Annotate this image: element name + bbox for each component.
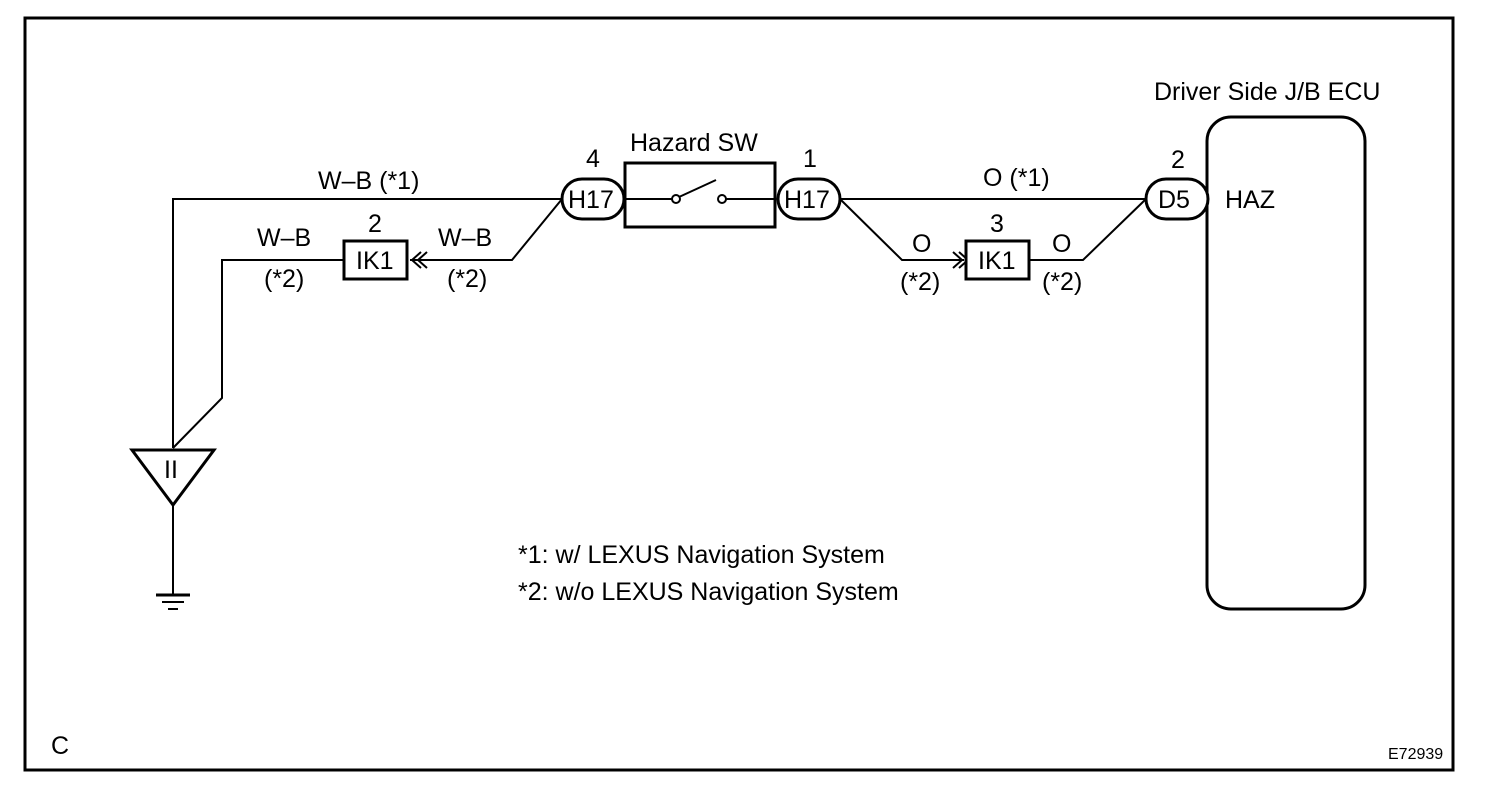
wire-wb-lower-right (410, 198, 563, 261)
h17-left-pin-number: 4 (586, 145, 600, 173)
h17-right-connector-label: H17 (784, 186, 830, 214)
ik1-left-pin-number: 2 (368, 210, 382, 238)
wire-wb-left-label: W–B (257, 224, 311, 252)
ground-point-label: II (164, 456, 178, 484)
corner-label: C (51, 732, 69, 760)
legend-note-2: *2: w/o LEXUS Navigation System (518, 578, 899, 606)
ik1-left-connector-label: IK1 (356, 247, 394, 275)
ecu-title: Driver Side J/B ECU (1154, 78, 1380, 106)
hazard-switch-box (623, 161, 777, 229)
wire-wb-top-label: W–B (*1) (318, 167, 419, 195)
switch-blade (678, 179, 717, 198)
ik1-right-connector (964, 239, 1031, 281)
legend-note-1: *1: w/ LEXUS Navigation System (518, 541, 885, 569)
d5-pin-number: 2 (1171, 146, 1185, 174)
h17-right-pin-number: 1 (803, 145, 817, 173)
switch-contact-left (671, 194, 681, 204)
ground-point-triangle (129, 448, 217, 508)
wire-wb-left-note: (*2) (264, 265, 304, 293)
switch-contact-right (717, 194, 727, 204)
ecu-terminal-label: HAZ (1225, 186, 1275, 214)
wire-wb-right-note: (*2) (447, 265, 487, 293)
d5-connector-label: D5 (1158, 186, 1190, 214)
ik1-right-pin-number: 3 (990, 210, 1004, 238)
h17-left-connector-label: H17 (568, 186, 614, 214)
wire-o-arrow-left (952, 251, 964, 269)
wire-o-left-label: O (912, 230, 931, 258)
wire-wb-arrow (410, 251, 422, 269)
wire-o-lower-right (1029, 198, 1147, 261)
ground-icon (156, 593, 190, 610)
ik1-left-connector (342, 239, 409, 281)
wire-wb-lower-left (172, 259, 343, 449)
wire-o-right-label: O (1052, 230, 1071, 258)
wire-wb-right-label: W–B (438, 224, 492, 252)
ecu-box (1205, 115, 1367, 611)
wire-wb-arrow-inner (416, 251, 428, 269)
ik1-right-connector-label: IK1 (978, 247, 1016, 275)
wire-o-lower-left (839, 198, 964, 261)
wire-o-left-note: (*2) (900, 268, 940, 296)
figure-id: E72939 (1388, 746, 1443, 763)
hazard-switch-title: Hazard SW (630, 129, 758, 157)
diagram-frame (23, 16, 1455, 772)
wire-o-top-label: O (*1) (983, 164, 1050, 192)
wire-o-right-note: (*2) (1042, 268, 1082, 296)
wire-wb-top (172, 198, 562, 448)
